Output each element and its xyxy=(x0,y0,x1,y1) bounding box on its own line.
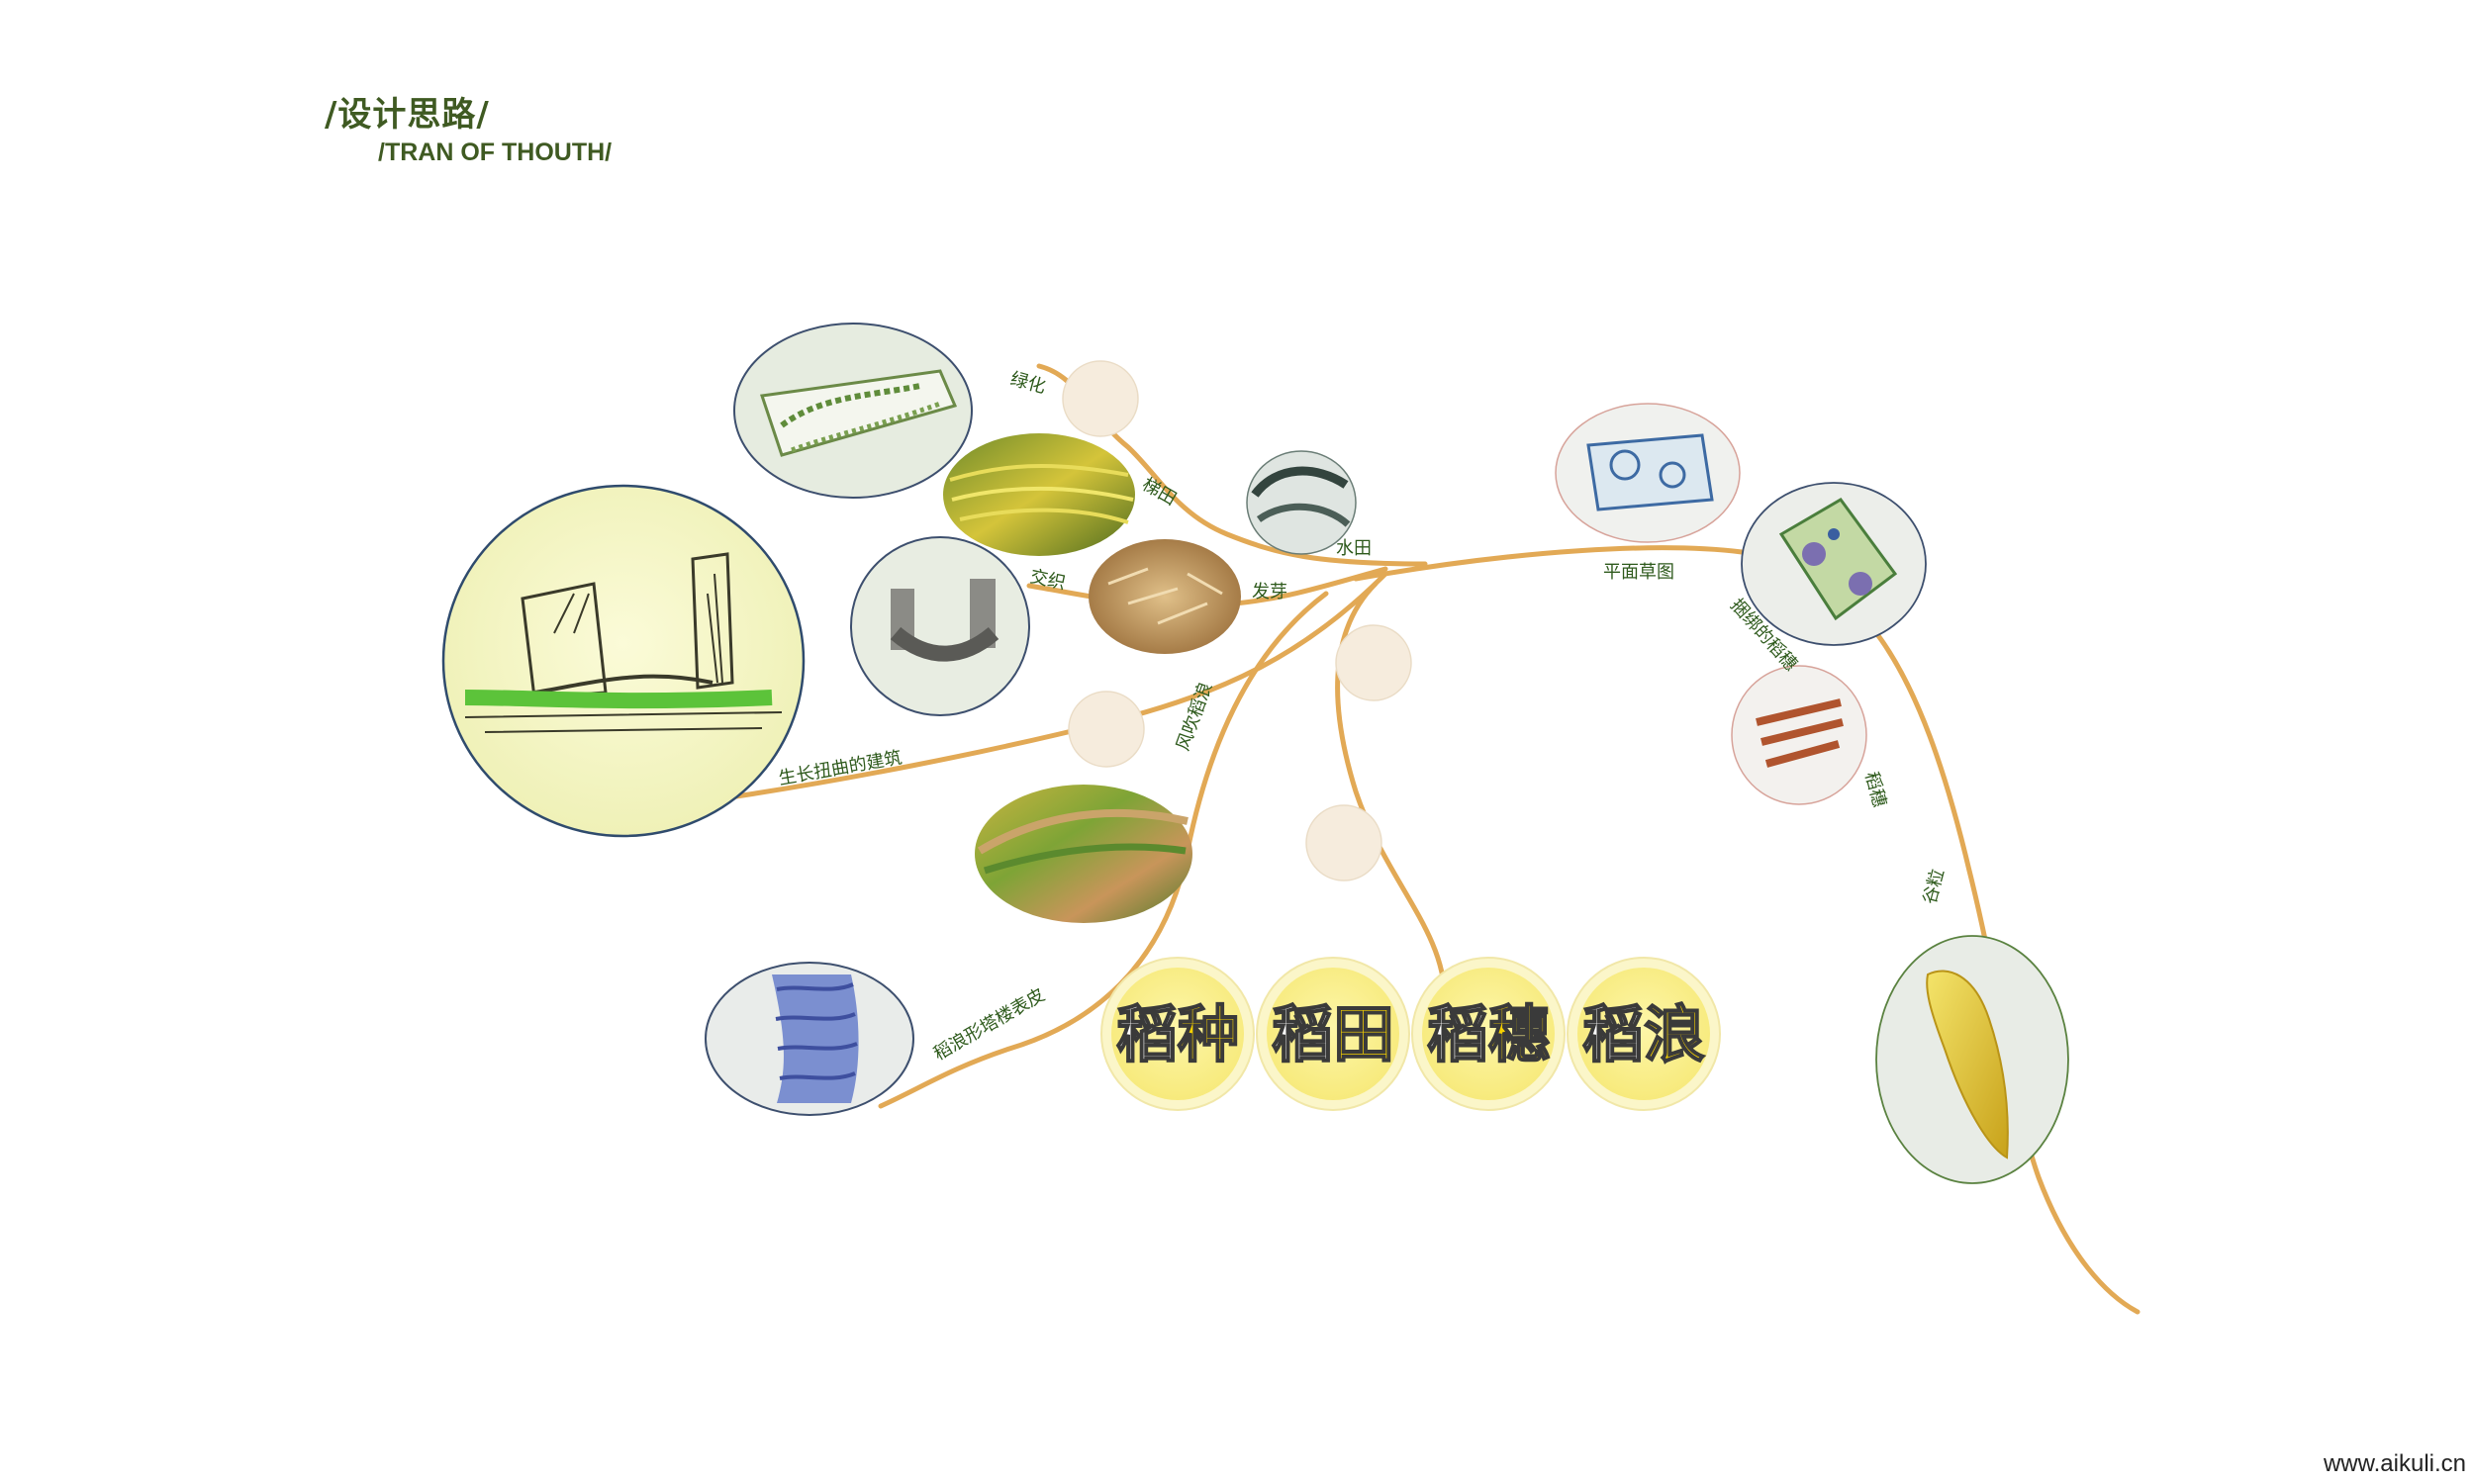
terraces-image xyxy=(943,433,1135,556)
theme-circles: 稻种稻田稻穗稻浪 xyxy=(1100,957,1721,1111)
bubble-greening xyxy=(1062,360,1139,437)
plan-colored-image xyxy=(1741,482,1927,646)
theme-disk xyxy=(1267,968,1399,1100)
label-rice-ear: 稻穗 xyxy=(1860,770,1890,809)
sprouting-image xyxy=(1089,539,1241,654)
label-terraces: 梯田 xyxy=(1139,474,1181,510)
theme-text: 稻浪 xyxy=(1582,998,1705,1070)
theme-disk xyxy=(1422,968,1555,1100)
label-grain: 谷粒 xyxy=(1920,867,1950,906)
branch-lines xyxy=(700,363,2141,1315)
label-wind-waves: 风吹稻浪 xyxy=(1173,680,1216,754)
theme-char-rice: 稻 xyxy=(1116,998,1178,1070)
bubble-branch-a xyxy=(1335,624,1412,701)
label-sprouting: 发芽 xyxy=(1252,582,1287,603)
branch-to-themes xyxy=(1335,581,1448,1002)
site-credit: www.aikuli.cn xyxy=(2323,1450,2466,1477)
theme-char-rice: 稻 xyxy=(1272,998,1333,1070)
branch-main-spine xyxy=(1353,545,2141,1315)
theme-text: 稻种 xyxy=(1116,998,1239,1070)
label-twisting-building: 生长扭曲的建筑 xyxy=(777,747,904,789)
theme-circle-2: 稻田 xyxy=(1256,957,1410,1111)
page-title: /设计思路/ xyxy=(325,95,490,135)
twisting-building-image xyxy=(441,484,806,838)
theme-circle-3: 稻穗 xyxy=(1411,957,1566,1111)
theme-char-rice: 稻 xyxy=(1427,998,1488,1070)
label-greening: 绿化 xyxy=(1008,369,1048,399)
bubble-branch-b xyxy=(1068,691,1145,768)
label-plan-sketch: 平面草图 xyxy=(1603,562,1674,583)
theme-disk xyxy=(1111,968,1244,1100)
page-subtitle: /TRAN OF THOUTH/ xyxy=(378,139,613,166)
label-interweave: 交织 xyxy=(1028,566,1068,594)
paddy-image xyxy=(1246,450,1357,555)
theme-circle-1: 稻种 xyxy=(1100,957,1255,1111)
interweave-image xyxy=(850,536,1030,716)
plan-sketch-image xyxy=(1555,403,1741,543)
theme-text: 稻穗 xyxy=(1427,998,1550,1070)
greening-model-image xyxy=(733,323,973,499)
tower-skin-image xyxy=(705,962,914,1116)
bundled-ears-image xyxy=(1731,665,1867,805)
bubble-branch-c xyxy=(1305,804,1382,881)
rice-grain-image xyxy=(1875,935,2069,1184)
theme-disk xyxy=(1577,968,1710,1100)
theme-char-accent: 穗 xyxy=(1488,998,1550,1070)
theme-char-rice: 稻 xyxy=(1582,998,1644,1070)
label-tower-skin: 稻浪形塔楼表皮 xyxy=(930,984,1049,1065)
theme-circle-4: 稻浪 xyxy=(1567,957,1721,1111)
empty-bubbles xyxy=(1062,360,1412,881)
theme-char-accent: 浪 xyxy=(1644,998,1705,1070)
theme-char-accent: 种 xyxy=(1178,998,1239,1070)
rice-field-image xyxy=(975,785,1192,923)
theme-text: 稻田 xyxy=(1272,998,1394,1070)
branch-wind-waves xyxy=(878,591,1329,1109)
label-paddy: 水田 xyxy=(1336,538,1372,559)
theme-char-accent: 田 xyxy=(1333,998,1394,1070)
